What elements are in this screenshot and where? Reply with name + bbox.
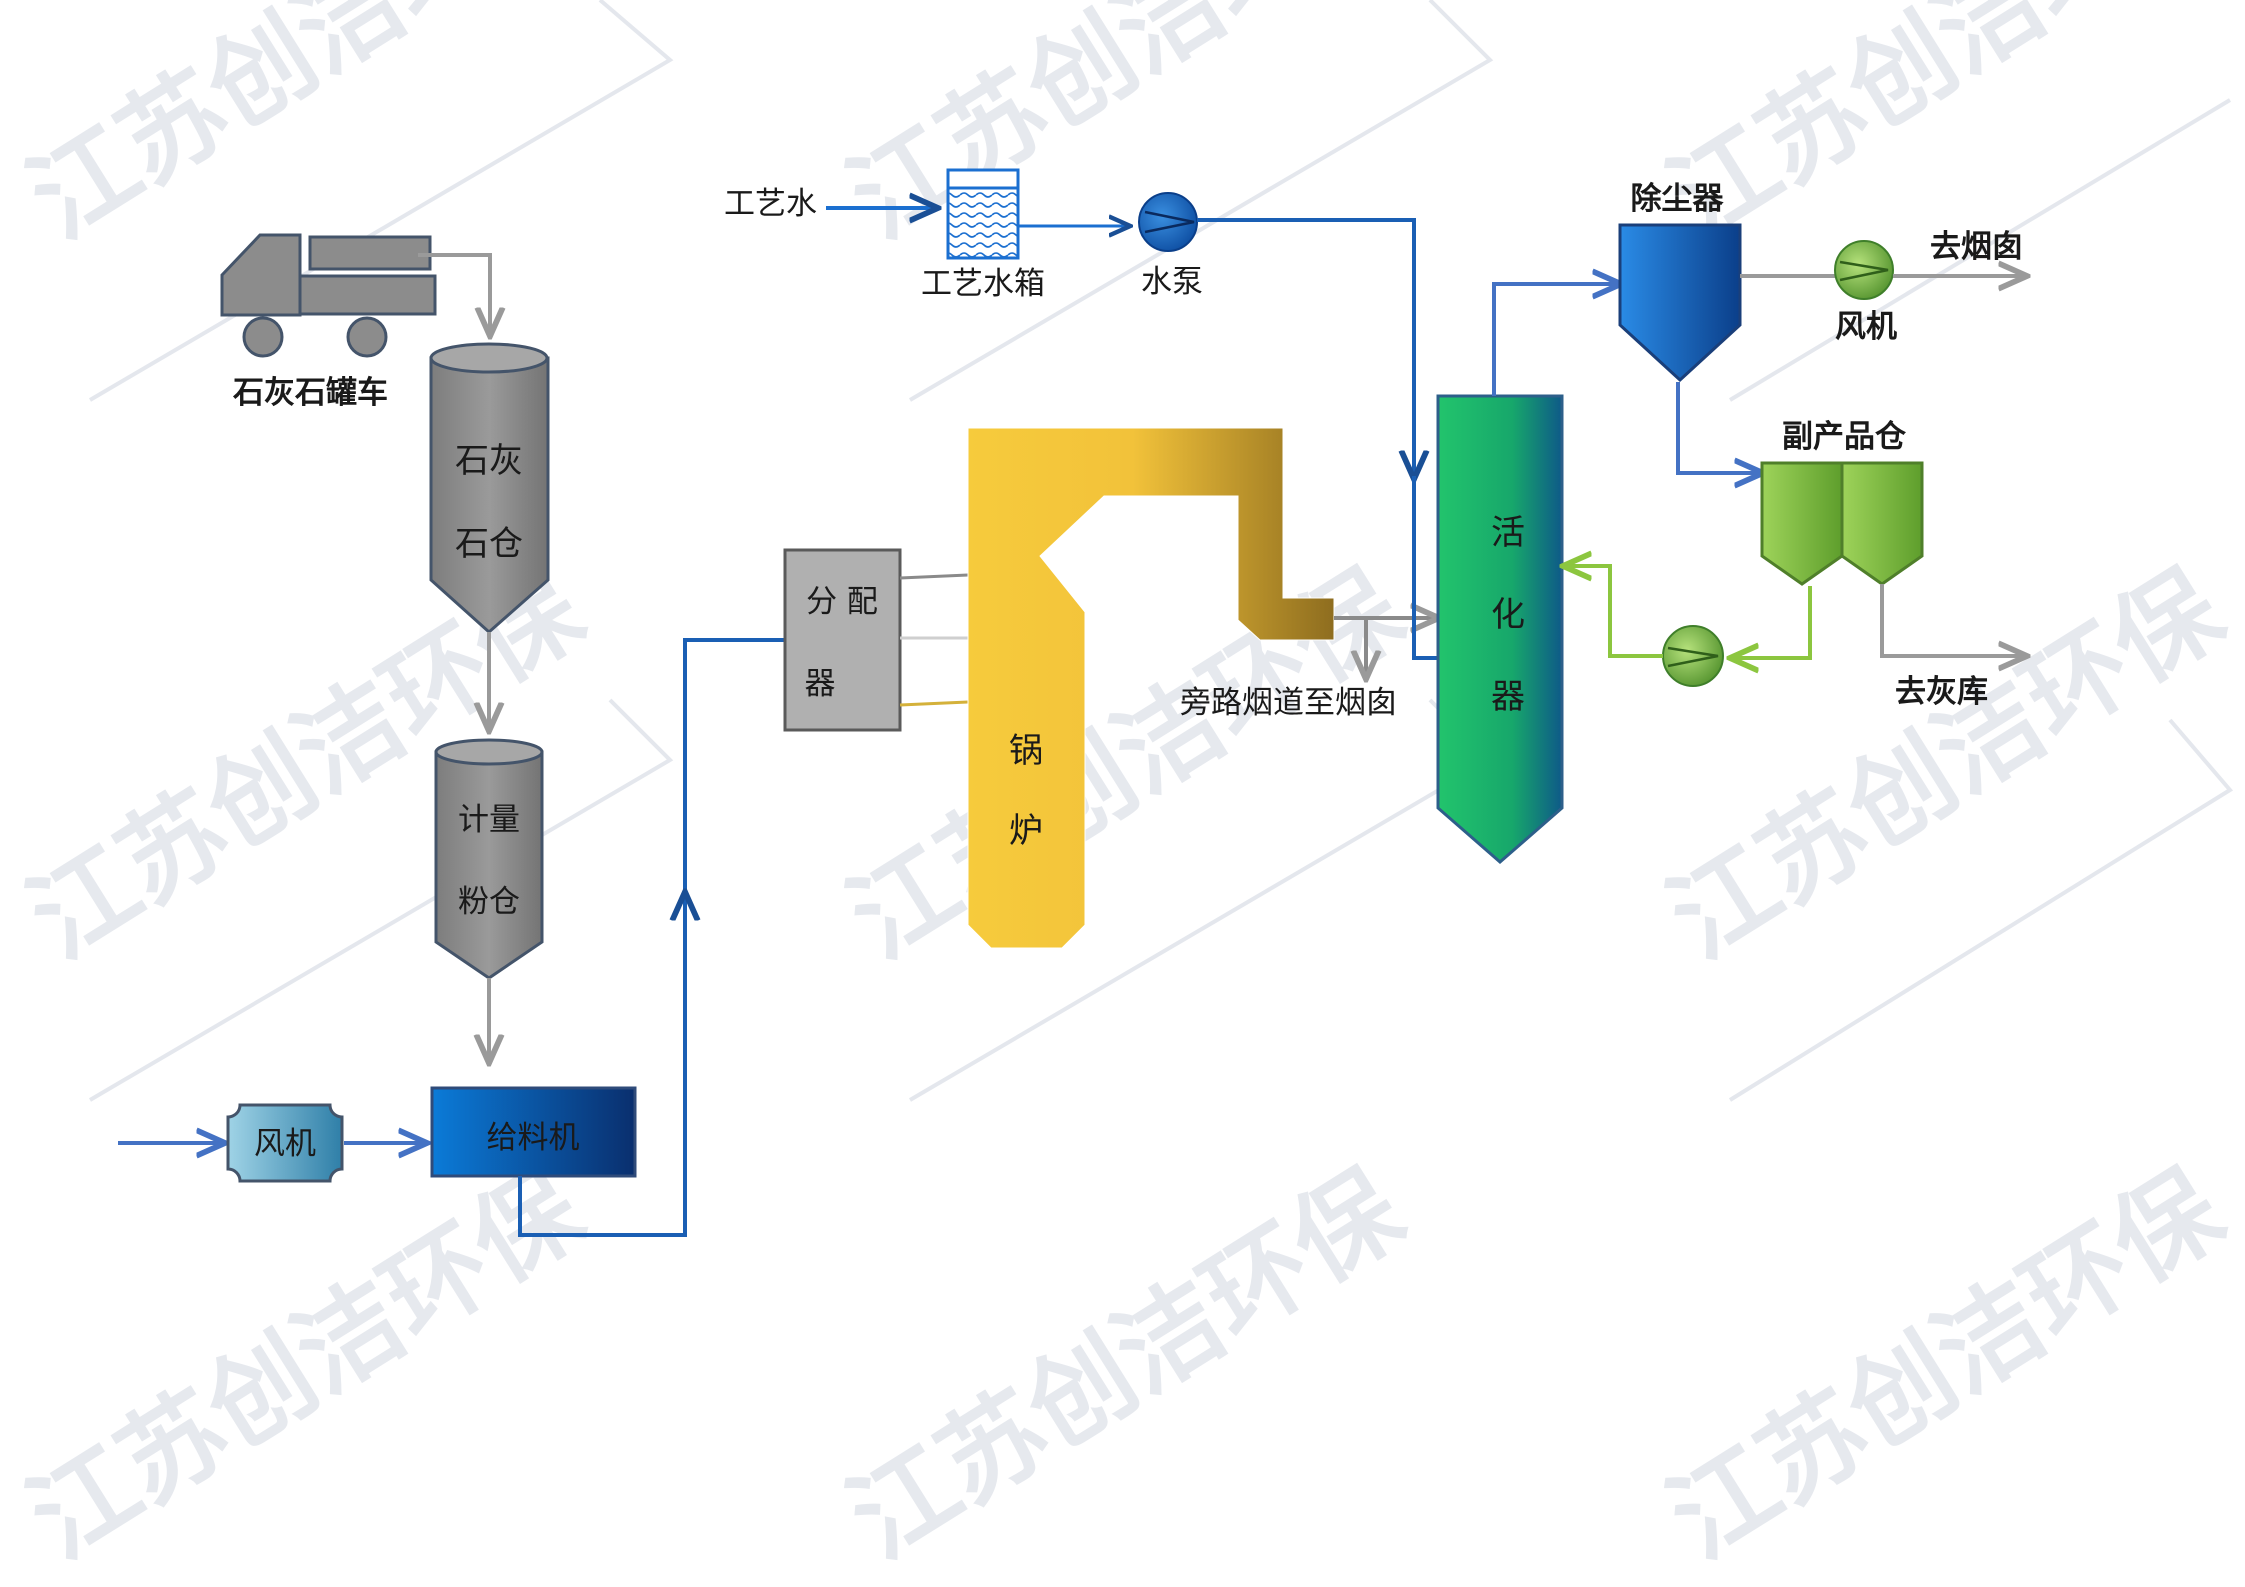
activator-label-1: 活	[1491, 513, 1525, 553]
recirculation-pump-icon	[1662, 625, 1724, 687]
flow-truck-to-silo	[418, 253, 490, 333]
watermark-block: 江苏创洁环保	[829, 1147, 1424, 1582]
watermark-block: 江苏创洁环保	[9, 0, 604, 261]
watermark-text: 江苏创洁环保	[829, 1147, 1424, 1582]
watermark-line	[1728, 718, 2234, 1102]
limestone-silo	[429, 342, 550, 635]
watermark-block: 江苏创洁环保	[1649, 0, 2244, 261]
distributor-label-2: 器	[805, 666, 836, 702]
flow-feeder-to-distributor	[518, 638, 785, 1237]
distributor-outlet-1	[899, 573, 969, 580]
watermark-text: 江苏创洁环保	[1649, 1147, 2244, 1582]
to-ash-label: 去灰库	[1895, 674, 1988, 710]
distributor-label-1: 分 配	[806, 584, 878, 620]
activator-label-3: 器	[1491, 677, 1525, 717]
watermark-line	[88, 698, 674, 1102]
watermark-block: 江苏创洁环保	[9, 1147, 604, 1582]
watermark-block: 江苏创洁环保	[829, 0, 1424, 261]
dust-collector-label: 除尘器	[1631, 181, 1725, 217]
watermark-text: 江苏创洁环保	[9, 0, 604, 261]
watermark-block: 江苏创洁环保	[1649, 547, 2244, 982]
flow-pump-to-activator	[1197, 218, 1414, 476]
byproduct-silo	[1760, 461, 1924, 586]
distributor-outlet-3	[899, 700, 969, 707]
boiler	[967, 427, 1335, 949]
outlet-fan-label: 风机	[1835, 309, 1897, 345]
dust-collector	[1618, 223, 1742, 383]
flow-byproduct-to-ash	[1880, 584, 2024, 656]
truck-label: 石灰石罐车	[232, 375, 388, 411]
water-tank-label: 工艺水箱	[921, 266, 1045, 302]
boiler-label-2: 炉	[1009, 811, 1043, 851]
watermark-text: 江苏创洁环保	[1649, 0, 2244, 261]
flow-activator-to-dust	[1492, 284, 1618, 396]
outlet-fan-icon	[1834, 240, 1894, 300]
water-pump-icon	[1138, 192, 1198, 252]
metering-label-2: 粉仓	[458, 884, 520, 920]
limestone-truck	[220, 233, 437, 358]
boiler-label-1: 锅	[1009, 731, 1043, 771]
process-water-label: 工艺水	[724, 186, 817, 222]
distributor	[783, 548, 902, 732]
watermark-block: 江苏创洁环保	[1649, 1147, 2244, 1582]
limestone-silo-label-1: 石灰	[455, 441, 523, 481]
activator	[1436, 394, 1564, 864]
watermark-line	[908, 0, 1494, 402]
flow-byproduct-recirculation	[1733, 586, 1812, 658]
inlet-fan	[226, 1103, 344, 1183]
limestone-silo-label-2: 石仓	[455, 524, 523, 564]
process-water-tank	[946, 168, 1020, 260]
feeder	[430, 1086, 637, 1178]
byproduct-silo-label: 副产品仓	[1782, 419, 1907, 455]
bypass-label: 旁路烟道至烟囱	[1180, 685, 1397, 721]
inlet-fan-label: 风机	[254, 1126, 316, 1162]
metering-bin	[434, 738, 544, 980]
feeder-label: 给料机	[487, 1120, 580, 1156]
watermark-text: 江苏创洁环保	[9, 1147, 604, 1582]
watermark-line	[1728, 98, 2232, 402]
activator-label-2: 化	[1491, 595, 1525, 635]
flow-recirculation-to-activator	[1566, 566, 1663, 658]
watermark-text: 江苏创洁环保	[1649, 547, 2244, 982]
watermark-text: 江苏创洁环保	[829, 0, 1424, 261]
metering-label-1: 计量	[458, 802, 520, 838]
water-pump-label: 水泵	[1141, 264, 1203, 300]
to-chimney-label: 去烟囱	[1930, 229, 2023, 265]
flow-dust-to-byproduct	[1676, 382, 1760, 473]
flow-water-entry	[1412, 476, 1438, 660]
